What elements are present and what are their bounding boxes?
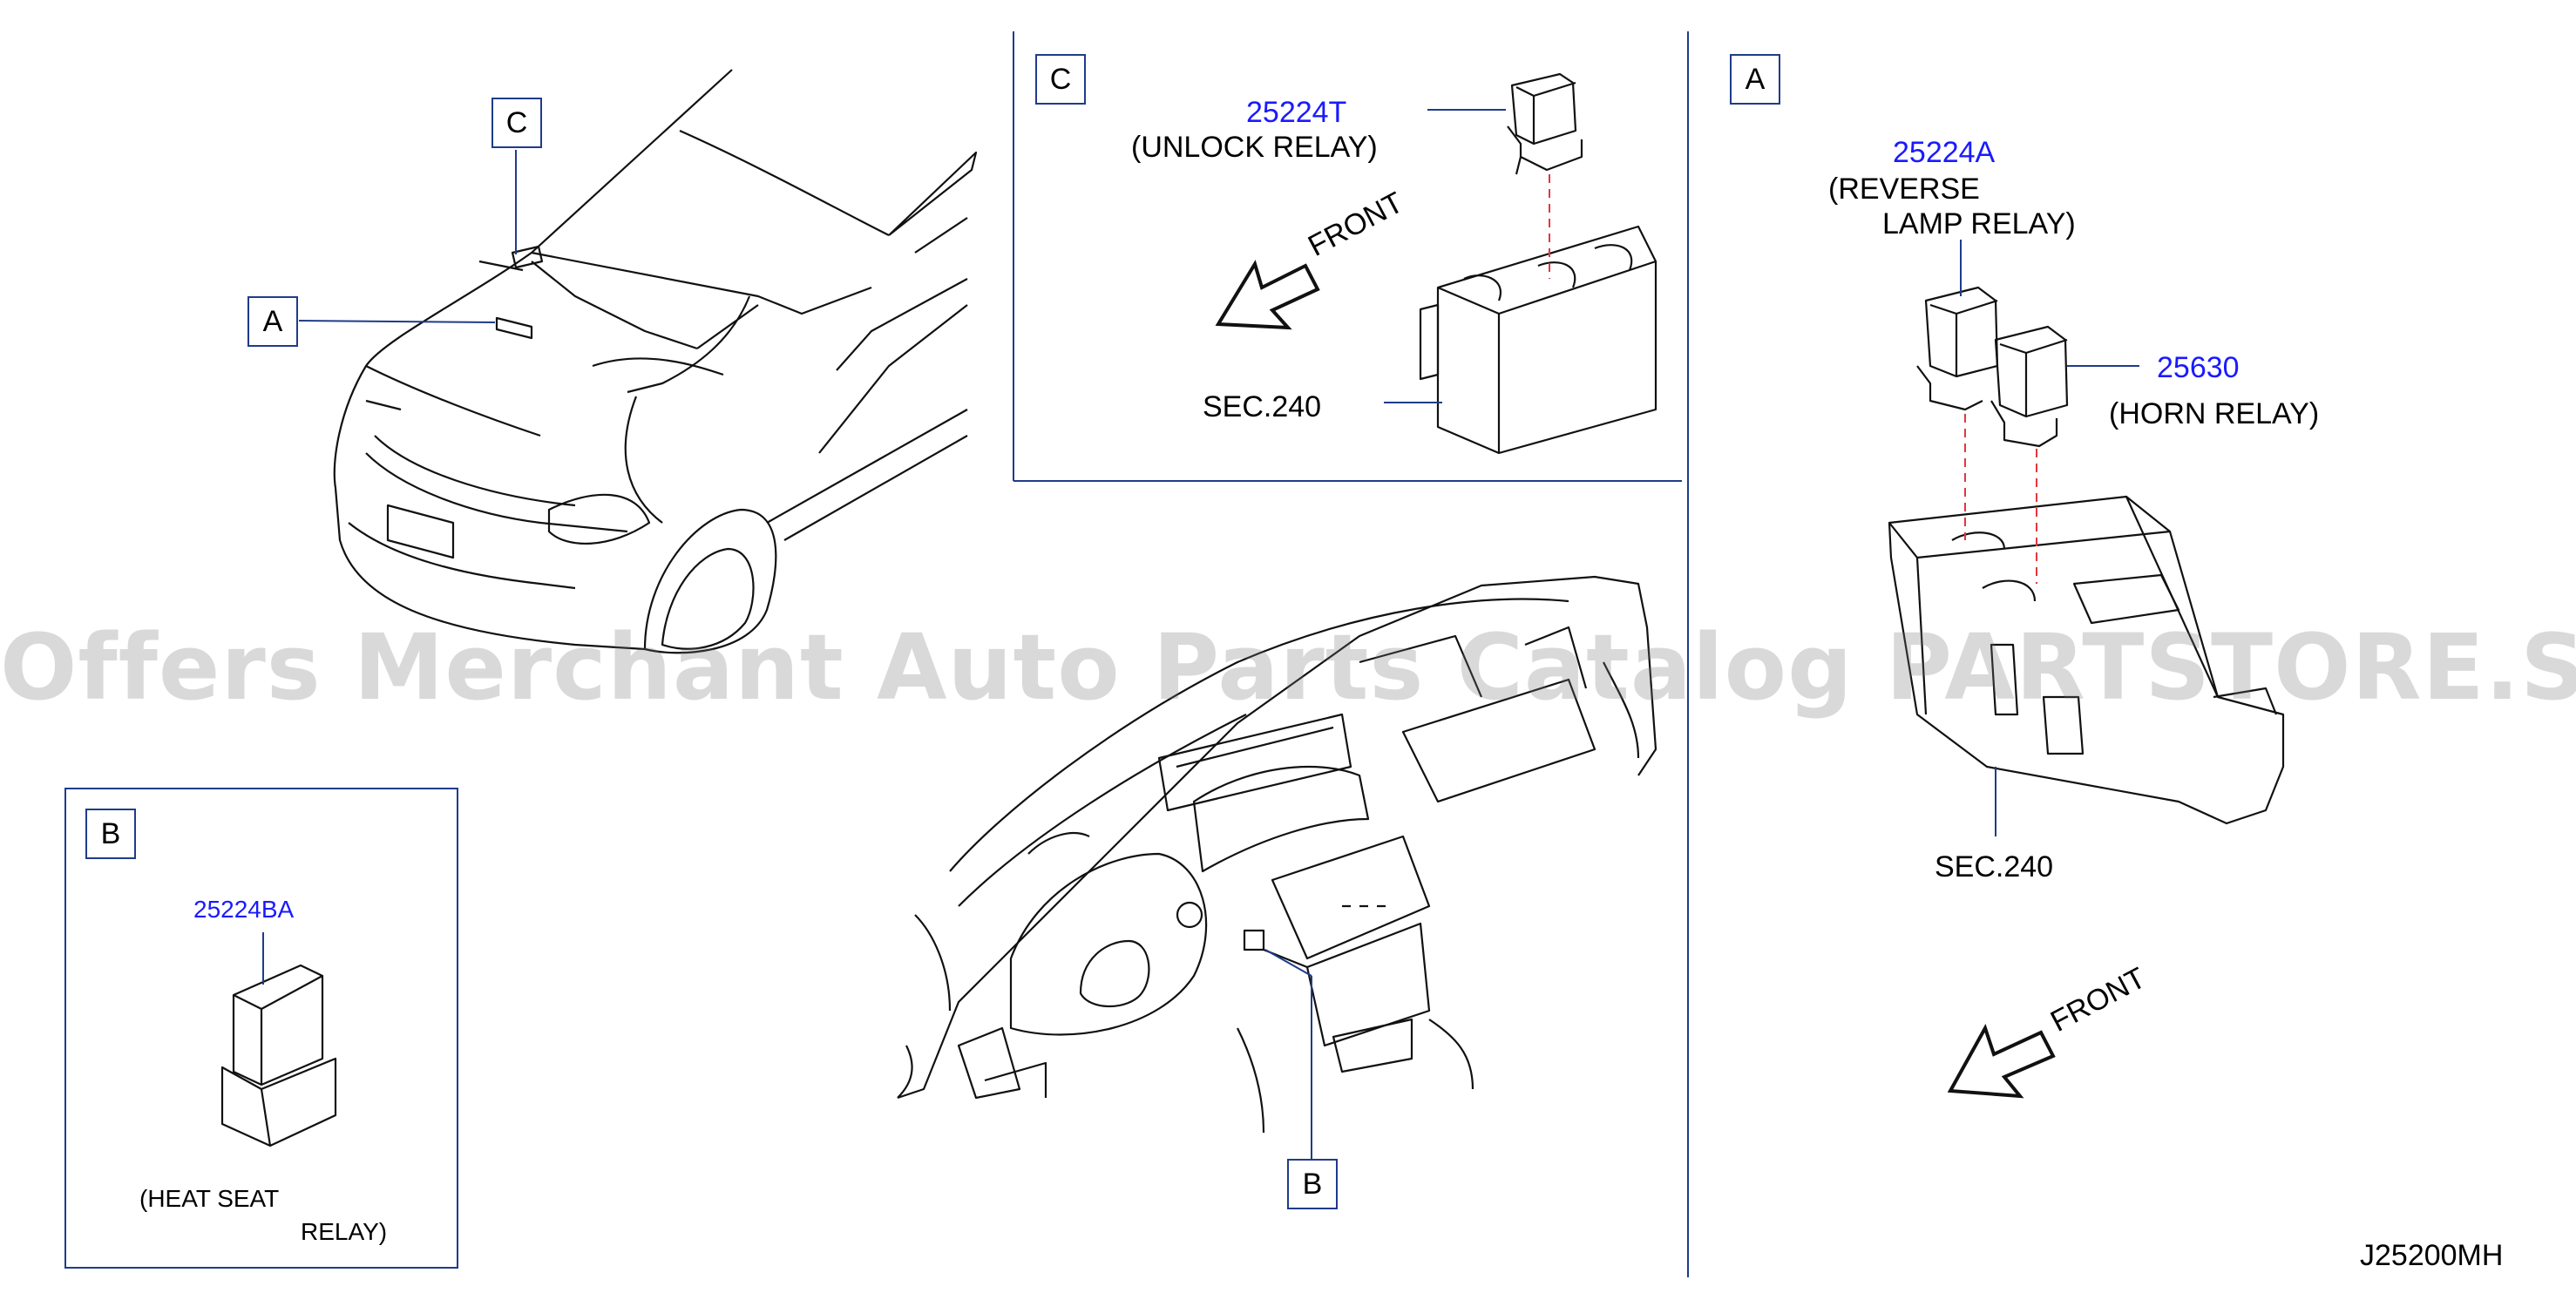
car-illustration <box>333 69 978 654</box>
front-arrow-c <box>1215 260 1320 330</box>
dashboard-illustration <box>897 575 1657 1134</box>
drawing-id: J25200MH <box>2360 1239 2504 1272</box>
callout-leaders <box>298 150 1312 1159</box>
horn-relay-name: (HORN RELAY) <box>2109 397 2320 430</box>
callout-tag-a[interactable]: A <box>247 296 298 347</box>
panel-a-tag: A <box>1730 54 1780 105</box>
section-label-a: SEC.240 <box>1935 850 2054 883</box>
callout-tag-c[interactable]: C <box>491 98 542 148</box>
heat-seat-relay-name-line2: RELAY) <box>301 1218 388 1245</box>
unlock-relay-part-number[interactable]: 25224T <box>1246 96 1347 129</box>
panel-c-tag: C <box>1035 54 1086 105</box>
panel-b-tag: B <box>85 809 136 859</box>
panel-a-leaders <box>1960 240 2139 836</box>
reverse-lamp-relay-part-number[interactable]: 25224A <box>1893 136 1996 169</box>
unlock-relay-name: (UNLOCK RELAY) <box>1131 131 1378 164</box>
callout-tag-b[interactable]: B <box>1287 1159 1338 1209</box>
heat-seat-relay-part-number[interactable]: 25224BA <box>193 896 295 923</box>
horn-relay-part-number[interactable]: 25630 <box>2157 351 2240 384</box>
heat-seat-relay-drawing <box>220 964 337 1147</box>
panel-c-leaders <box>1384 109 1506 403</box>
reverse-lamp-relay-name-line2: LAMP RELAY) <box>1882 207 2076 240</box>
panel-frames <box>64 31 1689 1277</box>
front-arrow-a <box>1947 1024 2056 1099</box>
section-label-c: SEC.240 <box>1203 390 1322 423</box>
panel-a-dashes <box>1964 414 2037 584</box>
panel-a-relays-drawing <box>1888 286 2285 825</box>
heat-seat-relay-name-line1: (HEAT SEAT <box>139 1185 280 1212</box>
unlock-relay-drawing <box>1419 72 1657 455</box>
reverse-lamp-relay-name-line1: (REVERSE <box>1828 173 1980 206</box>
watermark-text: Offers Merchant Auto Parts Catalog PARTS… <box>0 614 2576 721</box>
